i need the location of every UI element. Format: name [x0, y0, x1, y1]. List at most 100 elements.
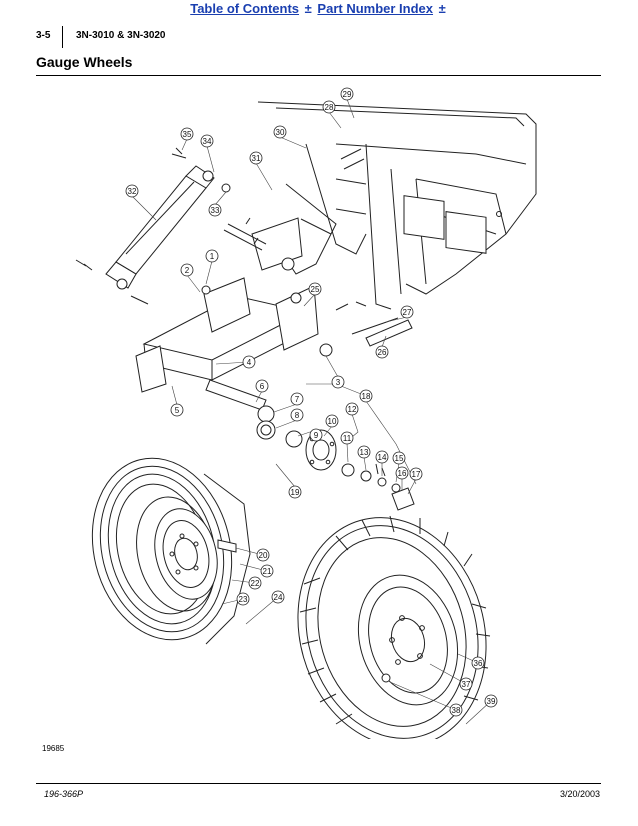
callout-24: 24 — [271, 590, 285, 604]
callout-33: 33 — [208, 203, 222, 217]
callout-16: 16 — [395, 466, 409, 480]
callout-36: 36 — [471, 656, 485, 670]
callout-5: 5 — [170, 403, 184, 417]
callout-number: 27 — [403, 308, 412, 317]
callout-circle — [471, 656, 485, 670]
callout-number: 35 — [183, 130, 192, 139]
callout-circle — [395, 466, 409, 480]
callout-number: 24 — [274, 593, 283, 602]
lug-tire-wheel — [297, 515, 491, 739]
callout-number: 38 — [452, 706, 461, 715]
callout-27: 27 — [400, 305, 414, 319]
callout-17: 17 — [409, 467, 423, 481]
callout-circle — [290, 408, 304, 422]
callout-number: 39 — [487, 697, 496, 706]
callout-20: 20 — [256, 548, 270, 562]
callout-number: 26 — [378, 348, 387, 357]
callout-18: 18 — [359, 389, 373, 403]
callout-21: 21 — [260, 564, 274, 578]
callout-34: 34 — [200, 134, 214, 148]
document-number: 196-366P — [44, 789, 84, 799]
callout-circle — [271, 590, 285, 604]
callout-number: 28 — [325, 103, 334, 112]
top-navigation: Table of Contents ± Part Number Index ± — [0, 1, 638, 16]
header-divider — [62, 26, 63, 48]
callout-circle — [340, 87, 354, 101]
callout-circle — [400, 305, 414, 319]
index-expand-icon[interactable]: ± — [438, 1, 446, 16]
callout-9: 9 — [309, 428, 323, 442]
toolbar-frame — [257, 101, 537, 310]
callout-29: 29 — [340, 87, 354, 101]
callout-13: 13 — [357, 445, 371, 459]
callout-number: 19 — [291, 488, 300, 497]
page-number: 3-5 — [36, 30, 51, 41]
callout-number: 10 — [328, 417, 337, 426]
callout-number: 8 — [295, 411, 300, 420]
hub-spindle-assembly — [205, 379, 415, 511]
callout-circle — [357, 445, 371, 459]
callout-number: 30 — [276, 128, 285, 137]
callout-number: 13 — [360, 448, 369, 457]
callout-circle — [260, 564, 274, 578]
callout-number: 21 — [263, 567, 272, 576]
section-title: Gauge Wheels — [36, 54, 133, 70]
callout-31: 31 — [249, 151, 263, 165]
callout-19: 19 — [288, 485, 302, 499]
callout-number: 34 — [203, 137, 212, 146]
callout-circle — [309, 428, 323, 442]
title-rule — [36, 75, 601, 76]
model-name: 3N-3010 & 3N-3020 — [76, 30, 166, 41]
callout-circle — [248, 576, 262, 590]
callout-circle — [459, 677, 473, 691]
callout-number: 29 — [343, 90, 352, 99]
callout-circle — [345, 402, 359, 416]
callout-number: 6 — [260, 382, 265, 391]
callout-number: 16 — [398, 469, 407, 478]
callout-number: 33 — [211, 206, 220, 215]
callout-circle — [256, 548, 270, 562]
callout-circle — [205, 249, 219, 263]
callout-number: 5 — [175, 406, 180, 415]
callout-7: 7 — [290, 392, 304, 406]
callout-number: 36 — [474, 659, 483, 668]
callout-30: 30 — [273, 125, 287, 139]
callout-number: 3 — [336, 378, 341, 387]
callout-25: 25 — [308, 282, 322, 296]
callout-6: 6 — [255, 379, 269, 393]
callout-number: 37 — [462, 680, 471, 689]
callout-37: 37 — [459, 677, 473, 691]
part-number-index-link[interactable]: Part Number Index — [317, 1, 434, 16]
callout-23: 23 — [236, 592, 250, 606]
callout-number: 4 — [247, 358, 252, 367]
footer-rule — [36, 783, 601, 784]
callout-28: 28 — [322, 100, 336, 114]
callout-22: 22 — [248, 576, 262, 590]
callout-number: 2 — [185, 266, 190, 275]
gauge-wheels-exploded-diagram: 1234567891011121314151617181920212223242… — [75, 87, 537, 739]
callout-38: 38 — [449, 703, 463, 717]
callout-circle — [392, 451, 406, 465]
toc-expand-icon[interactable]: ± — [304, 1, 312, 16]
page-header: 3-5 3N-3010 & 3N-3020 — [36, 26, 601, 48]
callout-circle — [409, 467, 423, 481]
callout-11: 11 — [340, 431, 354, 445]
callout-number: 32 — [128, 187, 137, 196]
publication-date: 3/20/2003 — [559, 789, 600, 799]
callout-number: 9 — [314, 431, 319, 440]
callout-15: 15 — [392, 451, 406, 465]
callout-number: 1 — [210, 252, 215, 261]
callout-4: 4 — [242, 355, 256, 369]
callout-number: 12 — [348, 405, 357, 414]
callout-circle — [375, 345, 389, 359]
callout-2: 2 — [180, 263, 194, 277]
callout-1: 1 — [205, 249, 219, 263]
table-of-contents-link[interactable]: Table of Contents — [190, 1, 300, 16]
callout-circle — [208, 203, 222, 217]
callout-3: 3 — [331, 375, 345, 389]
callout-number: 23 — [239, 595, 248, 604]
callout-number: 15 — [395, 454, 404, 463]
callout-circle — [331, 375, 345, 389]
callout-number: 31 — [252, 154, 261, 163]
